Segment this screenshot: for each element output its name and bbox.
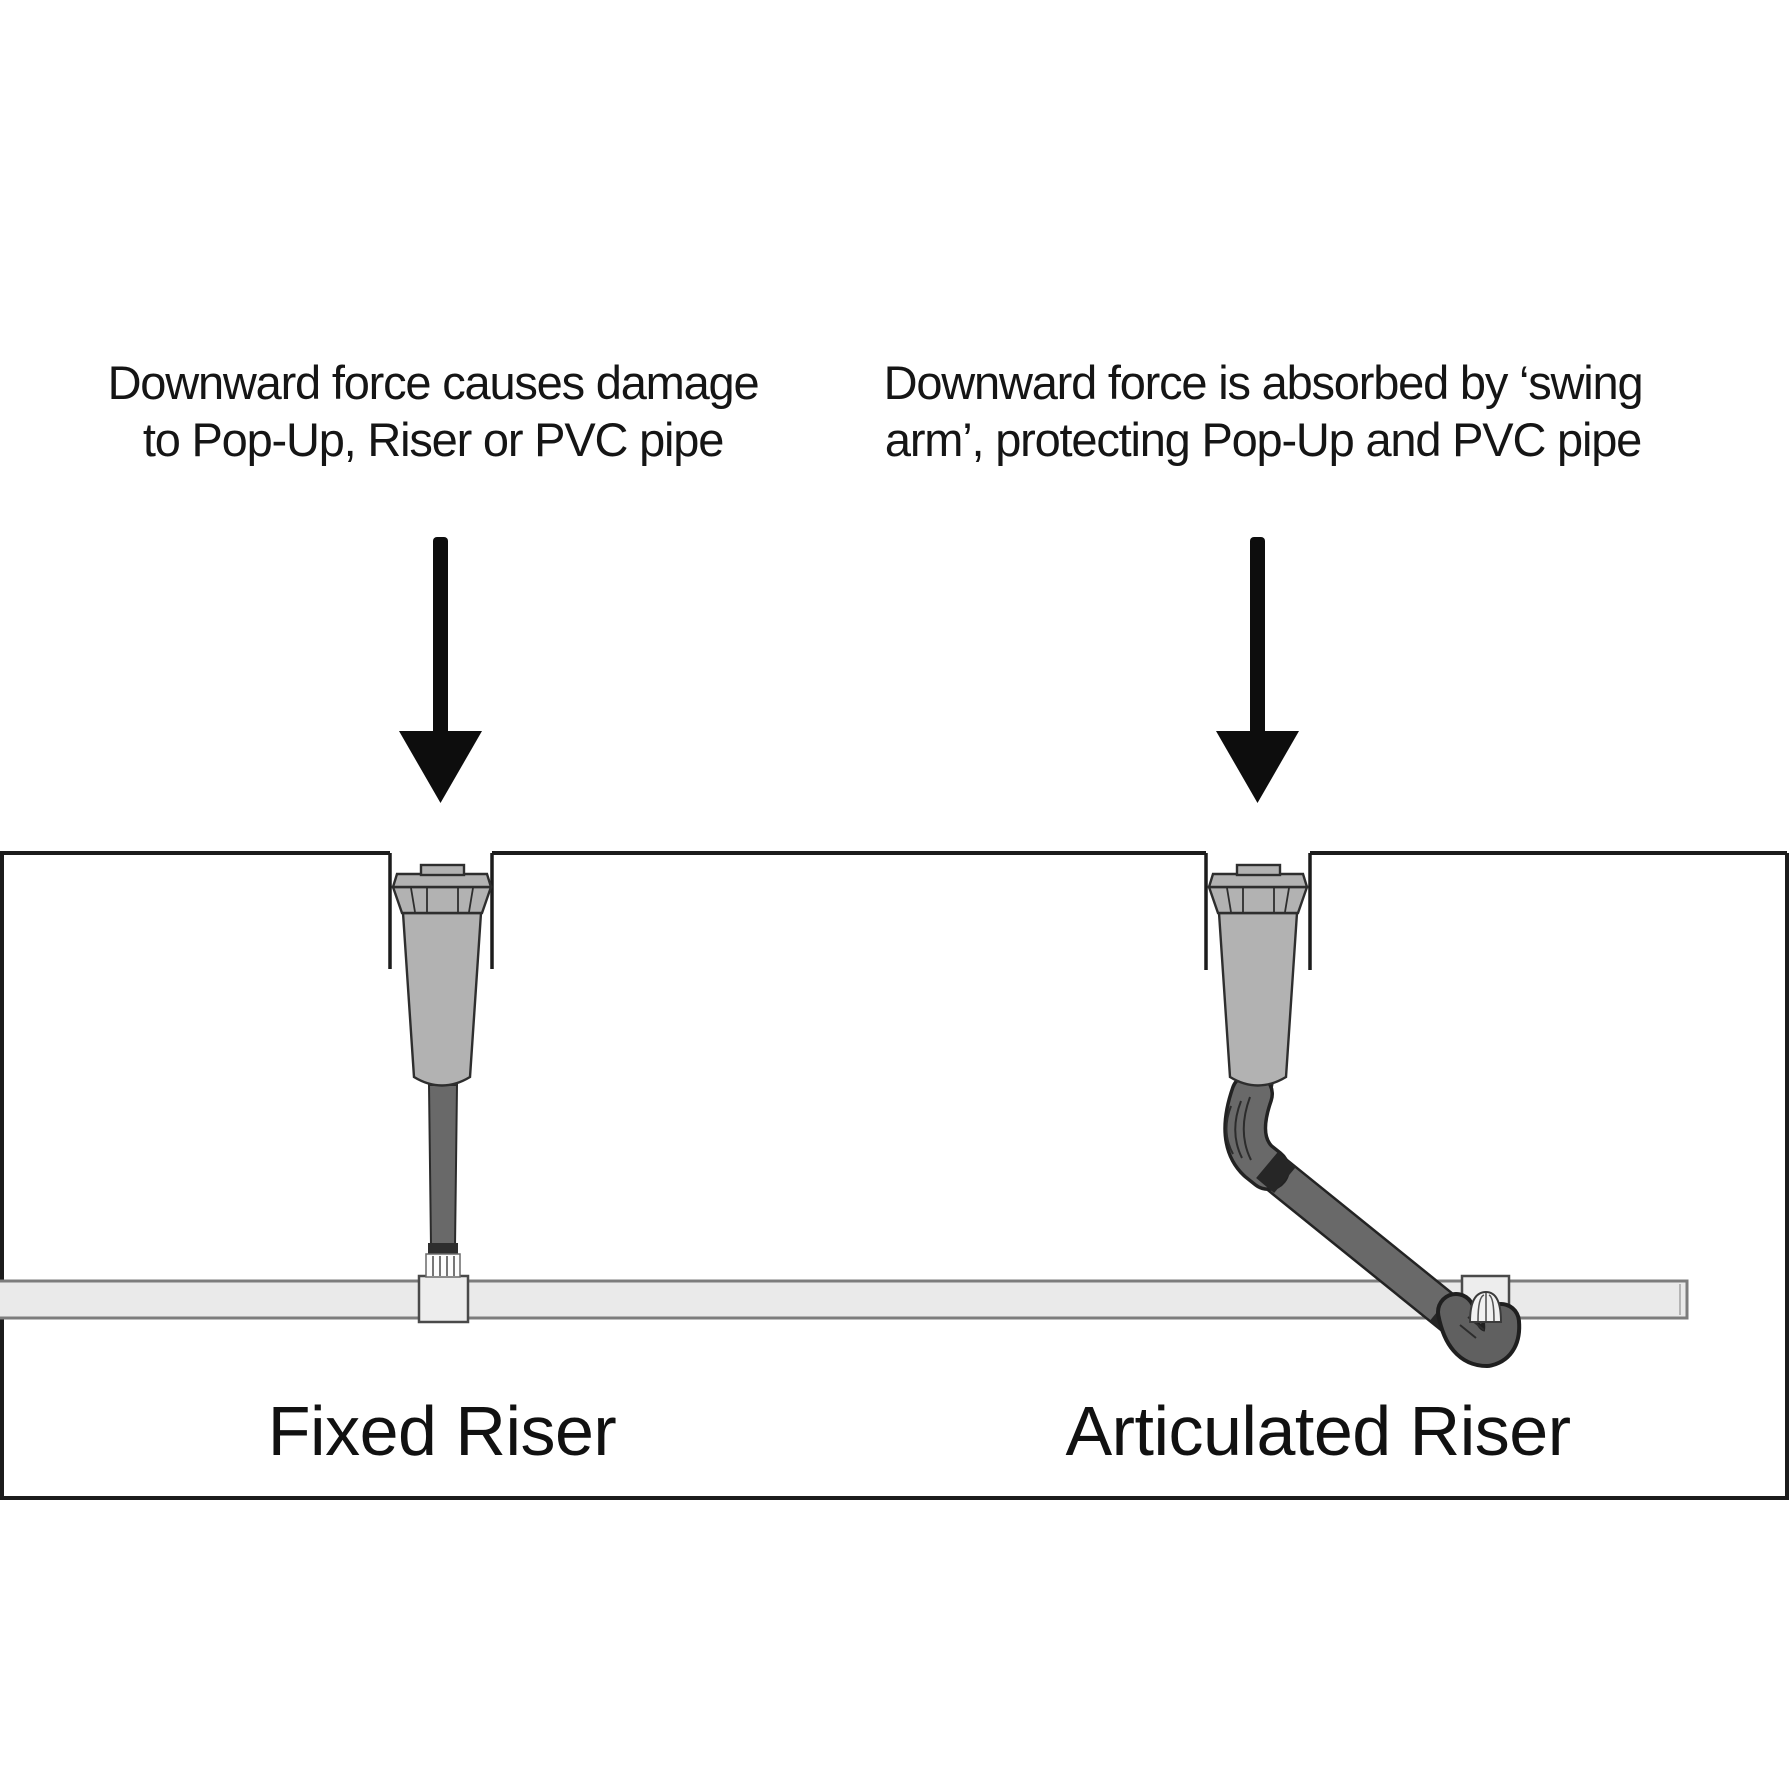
swing-arm — [1254, 1152, 1479, 1342]
popup-nozzle — [1235, 863, 1282, 877]
popup-cap-facets — [410, 887, 474, 913]
downward-force-arrow-right — [1216, 537, 1299, 803]
pvc-pipe — [0, 1279, 1689, 1320]
caption-fixed-line2: to Pop-Up, Riser or PVC pipe — [142, 413, 724, 466]
label-fixed-riser: Fixed Riser — [267, 1392, 617, 1470]
elbow-bottom — [1440, 1296, 1518, 1364]
articulated-riser-assembly — [1223, 1072, 1522, 1368]
caption-fixed-line1: Downward force causes damage — [107, 356, 760, 409]
elbow-top — [1226, 1075, 1287, 1188]
thread-arch-lines — [1477, 1293, 1495, 1322]
caption-articulated-line1: Downward force is absorbed by ‘swing — [883, 356, 1644, 409]
arrow-shaft — [433, 537, 448, 735]
arrow-head-icon — [399, 731, 482, 803]
caption-articulated-line2: arm’, protecting Pop-Up and PVC pipe — [884, 413, 1642, 466]
ground-cross-section — [0, 851, 1789, 1500]
popup-body — [401, 911, 483, 1087]
arrow-shaft — [1250, 537, 1265, 735]
popup-cap-band — [1207, 885, 1309, 915]
swing-arm-band-top — [1256, 1151, 1296, 1194]
arrow-head-icon — [1216, 731, 1299, 803]
caption-fixed-riser: Downward force causes damage to Pop-Up, … — [75, 354, 791, 468]
pvc-pipe-body — [0, 1279, 1689, 1320]
elbow-top-ridges — [1225, 1096, 1252, 1161]
soil-box-border — [0, 853, 1789, 1500]
popup-cap-facets — [1226, 887, 1290, 913]
thread-coupling — [425, 1253, 461, 1278]
fixed-popup-sprinkler — [391, 863, 493, 1087]
articulated-popup-sprinkler — [1207, 863, 1309, 1087]
riser-thread-band — [428, 1243, 458, 1254]
popup-body — [1217, 911, 1299, 1087]
thread-lines — [432, 1256, 455, 1276]
popup-nozzle — [419, 863, 466, 877]
fixed-riser-pipe — [427, 1084, 459, 1248]
downward-force-arrow-left — [399, 537, 482, 803]
caption-articulated-riser: Downward force is absorbed by ‘swing arm… — [880, 354, 1646, 468]
popup-cap-band — [391, 885, 493, 915]
fixed-riser-assembly — [417, 1084, 470, 1324]
tee-fitting — [417, 1274, 470, 1324]
label-articulated-riser: Articulated Riser — [1065, 1392, 1571, 1470]
